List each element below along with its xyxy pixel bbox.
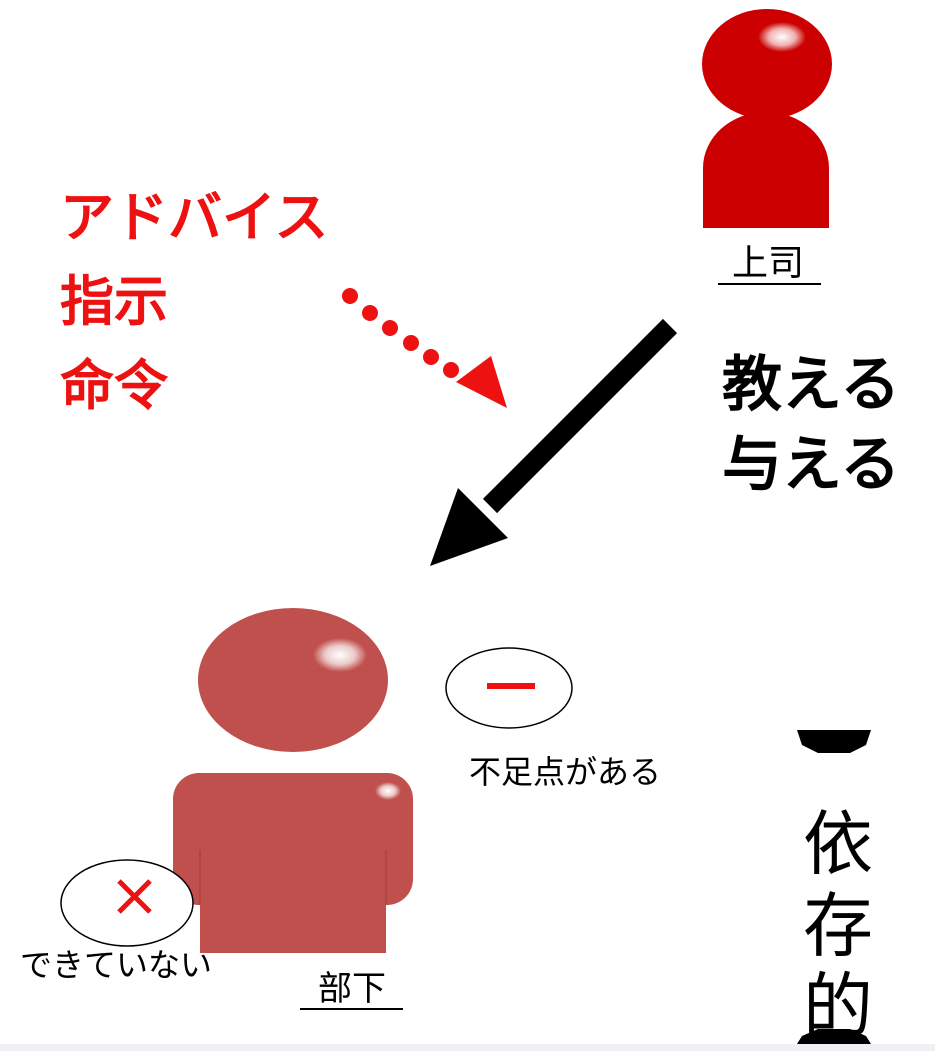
- arrow-dot: [403, 335, 419, 351]
- boss-body: [703, 112, 829, 228]
- black-arrow-head: [430, 488, 508, 566]
- open-bracket: [797, 730, 871, 753]
- arrow-dot: [443, 362, 459, 378]
- arrow-dot: [423, 349, 439, 365]
- arrow-dot: [382, 320, 398, 336]
- subordinate-figure: [173, 608, 413, 953]
- subordinate-label: 部下: [318, 969, 386, 1009]
- subordinate-shoulder-highlight: [375, 782, 401, 800]
- black-arrow-shaft: [482, 318, 678, 514]
- dependence-char-1: 依: [803, 803, 873, 885]
- dotted-arrow: [342, 288, 507, 408]
- cross-caption: できていない: [20, 946, 212, 984]
- advice-line-2: 指示: [60, 270, 168, 333]
- minus-caption: 不足点がある: [469, 753, 661, 791]
- boss-label: 上司: [732, 243, 804, 284]
- minus-bubble: [445, 647, 573, 729]
- close-bracket: [797, 1029, 871, 1044]
- advice-line-1: アドバイス: [60, 186, 328, 249]
- minus-bubble-outline: [445, 647, 573, 729]
- subordinate-head-highlight: [313, 638, 367, 672]
- arrow-dot: [362, 305, 378, 321]
- cross-mark: [117, 879, 152, 914]
- action-line-2: 与える: [722, 430, 900, 500]
- minus-mark: [487, 683, 535, 689]
- boss-head-highlight: [758, 22, 806, 52]
- cross-bubble: [60, 859, 194, 947]
- bottom-edge-strip: [0, 1044, 935, 1051]
- dependence-char-2: 存: [803, 885, 873, 967]
- arrow-dot: [342, 288, 358, 304]
- boss-figure: [702, 9, 832, 228]
- advice-text: アドバイス 指示 命令: [60, 186, 328, 417]
- action-text: 教える 与える: [722, 350, 900, 500]
- dependence-label: 依 存 的: [797, 730, 873, 1047]
- action-line-1: 教える: [722, 350, 900, 420]
- advice-line-3: 命令: [60, 354, 169, 417]
- black-arrow: [430, 318, 678, 566]
- arrow-head-red: [456, 356, 507, 408]
- subordinate-legs: [200, 860, 386, 953]
- subordinate-head: [198, 608, 388, 752]
